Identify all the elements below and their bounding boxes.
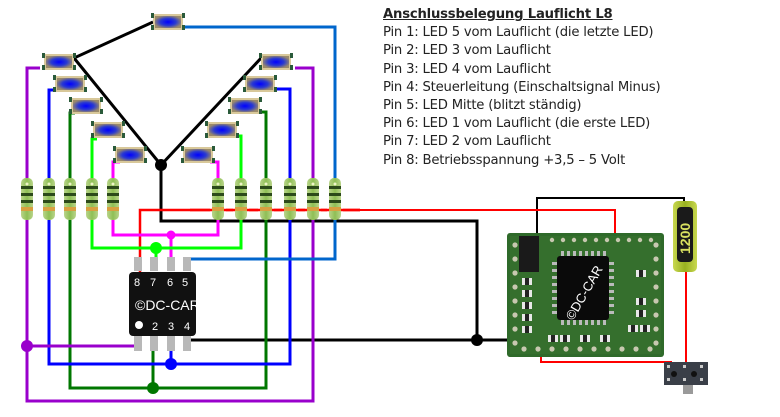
resistor-8 (260, 178, 272, 220)
chip-pin-6: 6 (167, 277, 173, 289)
led-right-2 (205, 121, 239, 138)
wire-module-capacitor (536, 197, 685, 236)
junction-led2 (150, 242, 162, 254)
led-left-1 (113, 146, 147, 163)
wire-led4-right (276, 87, 292, 178)
chip-pin-4: 4 (184, 321, 190, 333)
resistor-7 (235, 178, 247, 220)
power-switch[interactable] (664, 362, 708, 394)
resistor-3 (64, 178, 76, 220)
wire-led3-bottom (68, 220, 268, 390)
led-left-5 (42, 53, 76, 70)
wire-led3-right (256, 110, 268, 178)
led-right-1 (181, 146, 215, 163)
resistor-4 (86, 178, 98, 220)
wire-led5-bottom (25, 220, 315, 403)
chip-label: ©DC-CAR (135, 297, 200, 313)
chip-pin1-marker (135, 321, 143, 329)
capacitor-label: 1200 (677, 223, 693, 254)
junction-led1 (166, 230, 176, 240)
resistor-1 (21, 178, 33, 220)
led-right-3 (228, 97, 262, 114)
legend-pin-8: Pin 8: Betriebsspannung +3,5 – 5 Volt (383, 152, 626, 168)
wire-led5-right (295, 66, 315, 178)
controller-module: ©DC-CAR (507, 233, 664, 357)
legend-pin-4: Pin 4: Steuerleitung (Einschaltsignal Mi… (383, 79, 661, 95)
led-right-4 (243, 75, 277, 92)
wire-ground-left-top (71, 20, 163, 166)
wire-led1-right (210, 160, 220, 178)
wire-led5-left (25, 66, 40, 178)
chip-pin-8: 8 (134, 277, 140, 289)
led-center (151, 13, 185, 30)
wire-led3-left (68, 111, 75, 178)
junction-led5 (21, 340, 33, 352)
wire-led2-left (90, 137, 97, 178)
wire-led1-bottom (111, 220, 220, 237)
legend-title: Anschlussbelegung Lauflicht L8 (383, 7, 613, 22)
chip-pin-2: 2 (152, 321, 158, 333)
pin-assignment-legend: Anschlussbelegung Lauflicht L8 Pin 1: LE… (383, 6, 661, 170)
chip-pin-3: 3 (168, 321, 174, 333)
wire-power-to-module (360, 209, 616, 237)
wire-led2-right (232, 134, 243, 178)
wire-led2-bottom (90, 220, 243, 250)
legend-pin-5: Pin 5: LED Mitte (blitzt ständig) (383, 98, 582, 114)
junction-ground-center (155, 159, 167, 171)
resistor-9 (284, 178, 296, 220)
wire-ground-right (159, 54, 265, 167)
legend-pin-3: Pin 3: LED 4 vom Lauflicht (383, 61, 551, 77)
led-left-4 (53, 75, 87, 92)
ic-chip-l8: 8 7 6 5 ©DC-CAR 2 3 4 (129, 257, 200, 351)
resistor-6 (212, 178, 224, 220)
wire-led1-left (111, 160, 120, 178)
legend-pin-6: Pin 6: LED 1 vom Lauflicht (die erste LE… (383, 116, 651, 132)
junction-led3 (147, 382, 159, 394)
capacitor-1200: 1200 (673, 201, 697, 272)
resistor-5 (107, 178, 119, 220)
led-right-5 (259, 53, 293, 70)
wire-center-led (183, 25, 337, 178)
junction-led4 (165, 358, 177, 370)
resistor-2 (43, 178, 55, 220)
legend-pin-7: Pin 7: LED 2 vom Lauflicht (383, 134, 551, 150)
legend-pin-2: Pin 2: LED 3 vom Lauflicht (383, 43, 551, 59)
chip-pin-5: 5 (182, 277, 188, 289)
wire-center-pin5 (188, 220, 337, 261)
wire-led4-left (47, 88, 54, 178)
resistor-10 (307, 178, 319, 220)
led-left-2 (91, 121, 125, 138)
led-left-3 (69, 97, 103, 114)
chip-pin-7: 7 (150, 277, 156, 289)
wire-ground-main (159, 165, 479, 340)
resistor-11 (329, 178, 341, 220)
legend-pin-1: Pin 1: LED 5 vom Lauflicht (die letzte L… (383, 25, 654, 41)
junction-ground-module (471, 334, 483, 346)
